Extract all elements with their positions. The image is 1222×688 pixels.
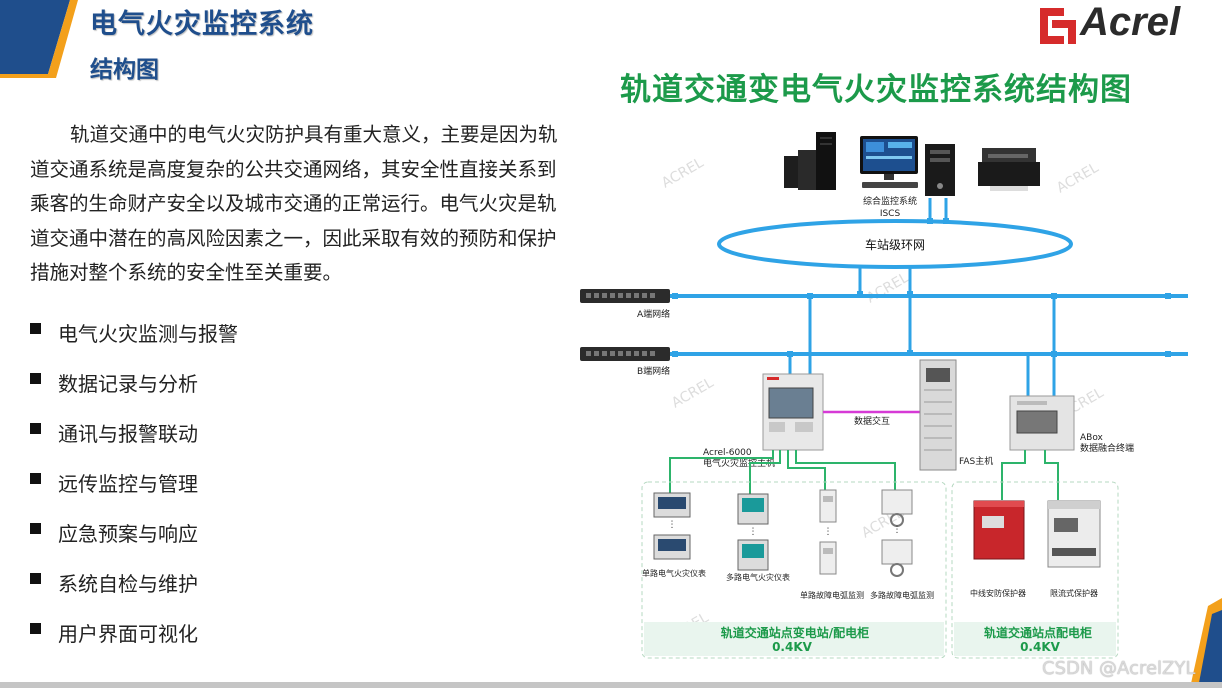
fas-label: FAS主机 (959, 455, 993, 467)
single-channel-meter-icon (653, 492, 691, 560)
single-arc-monitor-icon (819, 489, 837, 575)
pc-tower-icon (925, 144, 955, 196)
bullet-square-icon (30, 522, 41, 534)
csdn-credit: CSDN @AcrelZYL (1042, 658, 1196, 679)
feature-item: 用户界面可视化 (30, 607, 238, 657)
system-structure-diagram: ACREL ACREL ACREL ACREL ACREL ACREL ACRE… (580, 132, 1188, 659)
abox-label: ABox (1080, 433, 1104, 443)
network-b-label: B端网络 (637, 365, 670, 377)
fas-host-icon (919, 359, 957, 471)
page-title: 电气火灾监控系统 (90, 9, 314, 40)
abox-label: 数据融合终端 (1080, 442, 1134, 454)
monitoring-workstation-icon (860, 136, 918, 188)
iscs-label: ISCS (880, 209, 901, 219)
multi-arc-label: 多路故障电弧监测 (870, 590, 934, 600)
zone-substation (641, 481, 947, 659)
single-meter-label: 单路电气火灾仪表 (642, 568, 706, 578)
multi-meter-label: 多路电气火灾仪表 (726, 572, 790, 582)
host-label: 电气火灾监控主机 (703, 457, 775, 469)
single-arc-label: 单路故障电弧监测 (800, 590, 864, 600)
brand-name: Acrel (1080, 0, 1181, 44)
server-rack-icon (784, 132, 836, 190)
acrel-6000-host-icon (762, 373, 824, 451)
feature-item: 远传监控与管理 (30, 457, 238, 507)
feature-list: 电气火灾监测与报警 数据记录与分析 通讯与报警联动 远传监控与管理 应急预案与响… (30, 307, 238, 657)
svg-text:⋮: ⋮ (824, 527, 833, 537)
zone-distribution (951, 481, 1119, 659)
neutral-protector-icon (973, 500, 1025, 560)
svg-text:⋮: ⋮ (749, 527, 758, 537)
bullet-square-icon (30, 472, 41, 484)
acrel-logo-icon (1040, 8, 1076, 44)
bullet-square-icon (30, 572, 41, 584)
multi-channel-meter-icon (737, 493, 769, 571)
watermark: ACREL (659, 155, 707, 192)
data-exchange-label: 数据交互 (854, 415, 890, 427)
feature-item: 数据记录与分析 (30, 357, 238, 407)
network-a-label: A端网络 (637, 308, 670, 320)
iscs-label: 综合监控系统 (863, 195, 917, 207)
intro-paragraph: 轨道交通中的电气火灾防护具有重大意义，主要是因为轨道交通系统是高度复杂的公共交通… (30, 123, 558, 284)
network-switch-b-icon (580, 347, 670, 361)
diagram-title: 轨道交通变电气火灾监控系统结构图 (620, 72, 1132, 108)
neutral-protector-label: 中线安防保护器 (970, 588, 1026, 598)
bullet-square-icon (30, 622, 41, 634)
feature-item: 系统自检与维护 (30, 557, 238, 607)
svg-text:⋮: ⋮ (893, 525, 902, 535)
feature-item: 应急预案与响应 (30, 507, 238, 557)
bottom-bar (0, 682, 1222, 688)
network-switch-a-icon (580, 289, 670, 303)
bullet-square-icon (30, 422, 41, 434)
brand-logo: Acrel (1038, 0, 1218, 46)
host-label: Acrel-6000 (703, 448, 752, 458)
station-ring-network (717, 219, 1073, 269)
zone-distribution-voltage: 0.4KV (1020, 640, 1061, 654)
feature-item: 电气火灾监测与报警 (30, 307, 238, 357)
page-subtitle: 结构图 (90, 57, 159, 83)
printer-icon (978, 148, 1040, 191)
bullet-square-icon (30, 322, 41, 334)
watermark: ACREL (864, 270, 912, 307)
zone-substation-label: 轨道交通站点变电站/配电柜 (721, 625, 869, 640)
zone-distribution-label: 轨道交通站点配电柜 (984, 625, 1092, 640)
watermark: ACREL (1054, 160, 1102, 197)
current-limiting-protector-icon (1047, 500, 1101, 568)
zone-substation-voltage: 0.4KV (772, 640, 813, 654)
watermark: ACREL (669, 375, 717, 412)
corner-decoration-top-left (0, 0, 78, 78)
svg-text:⋮: ⋮ (668, 520, 677, 530)
abox-terminal-icon (1009, 395, 1075, 451)
bullet-square-icon (30, 372, 41, 384)
ring-network-label: 车站级环网 (865, 237, 925, 252)
feature-item: 通讯与报警联动 (30, 407, 238, 457)
multi-arc-monitor-icon (881, 489, 913, 577)
corner-decoration-bottom-right (1190, 598, 1222, 688)
current-limiting-label: 限流式保护器 (1050, 588, 1098, 598)
